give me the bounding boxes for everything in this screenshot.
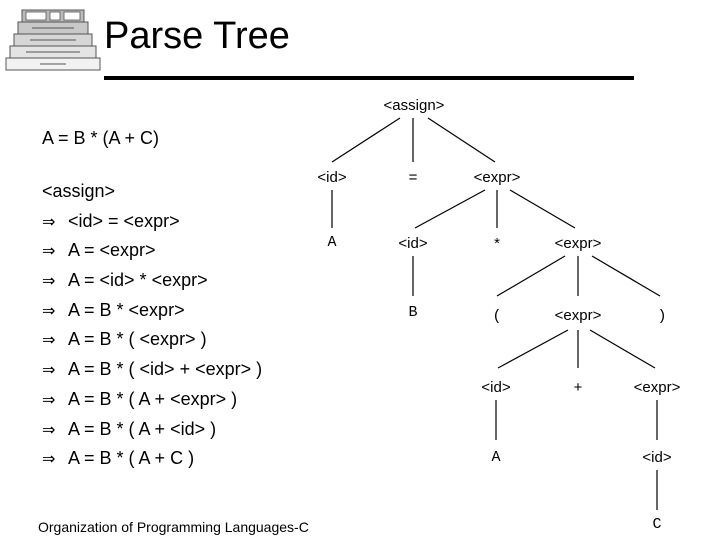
derivation-step-text: A = <id> * <expr> — [68, 270, 208, 291]
node-plus: + — [574, 379, 583, 396]
derivation-step: ⇒ A = <id> * <expr> — [42, 269, 262, 299]
derives-arrow: ⇒ — [42, 271, 56, 291]
derives-arrow: ⇒ — [42, 241, 56, 261]
node-expr: <expr> — [474, 169, 521, 186]
leaf-close-paren: ) — [657, 308, 666, 325]
derives-arrow: ⇒ — [42, 300, 56, 320]
derivation-step: ⇒ A = B * ( A + C ) — [42, 447, 262, 477]
edge — [427, 117, 496, 163]
derivation-step: ⇒ A = B * ( <expr> ) — [42, 328, 262, 358]
footer-text: Organization of Programming Languages-C — [38, 519, 309, 535]
derivation-step: ⇒ A = B * <expr> — [42, 299, 262, 329]
title-divider — [104, 76, 634, 80]
derives-arrow: ⇒ — [42, 449, 56, 469]
derives-arrow: ⇒ — [42, 360, 56, 380]
edge — [414, 189, 486, 229]
node-expr: <expr> — [555, 307, 602, 324]
node-id: <id> — [481, 379, 510, 396]
leaf-open-paren: ( — [492, 308, 501, 325]
edge — [331, 117, 401, 163]
input-sentence: A = B * (A + C) — [42, 128, 160, 148]
derivation-step-text: A = B * <expr> — [68, 299, 185, 320]
leaf-a: A — [491, 449, 500, 466]
derivation-step: ⇒ A = B * ( A + <id> ) — [42, 418, 262, 448]
tree-edges — [331, 117, 661, 510]
edge — [509, 189, 576, 229]
leaf-a: A — [327, 234, 336, 251]
node-equals: = — [409, 169, 418, 186]
edge — [496, 255, 566, 297]
leaf-c: C — [652, 516, 661, 533]
derives-arrow: ⇒ — [42, 389, 56, 409]
page-title: Parse Tree — [104, 15, 290, 57]
derivation-step-text: A = B * ( A + <id> ) — [68, 418, 217, 439]
leaf-b: B — [408, 304, 417, 321]
derivation-step-text: A = B * ( A + <expr> ) — [68, 388, 238, 409]
node-id: <id> — [317, 169, 346, 186]
node-id: <id> — [642, 449, 671, 466]
derivation-step-text: A = B * ( <expr> ) — [68, 329, 207, 350]
derivation-step: ⇒ A = B * ( <id> + <expr> ) — [42, 358, 262, 388]
node-root: <assign> — [384, 97, 445, 114]
layered-stack-icon — [4, 4, 104, 74]
derivation-list: <assign> ⇒ <id> = <expr> ⇒ A = <expr> ⇒ A =… — [42, 180, 262, 477]
derivation-step: ⇒ <id> = <expr> — [42, 210, 262, 240]
node-times: * — [494, 235, 500, 252]
derives-arrow: ⇒ — [42, 419, 56, 439]
derivation-step-text: A = <expr> — [68, 240, 156, 261]
derivation-step: ⇒ A = <expr> — [42, 239, 262, 269]
derivation-step-text: A = B * ( <id> + <expr> ) — [68, 359, 263, 380]
node-id: <id> — [398, 235, 427, 252]
derivation-step-text: A = B * ( A + C ) — [68, 448, 195, 469]
derives-arrow: ⇒ — [42, 330, 56, 350]
parse-tree: <assign> <id> = <expr> A <id> * <expr> B… — [317, 97, 681, 533]
edge — [497, 329, 569, 369]
derives-arrow: ⇒ — [42, 211, 56, 231]
edge — [591, 255, 661, 297]
derivation-step-text: <id> = <expr> — [68, 210, 180, 231]
node-expr: <expr> — [555, 235, 602, 252]
node-expr: <expr> — [634, 379, 681, 396]
edge — [589, 329, 656, 369]
derivation-start: <assign> — [42, 181, 116, 201]
derivation-step: ⇒ A = B * ( A + <expr> ) — [42, 388, 262, 418]
